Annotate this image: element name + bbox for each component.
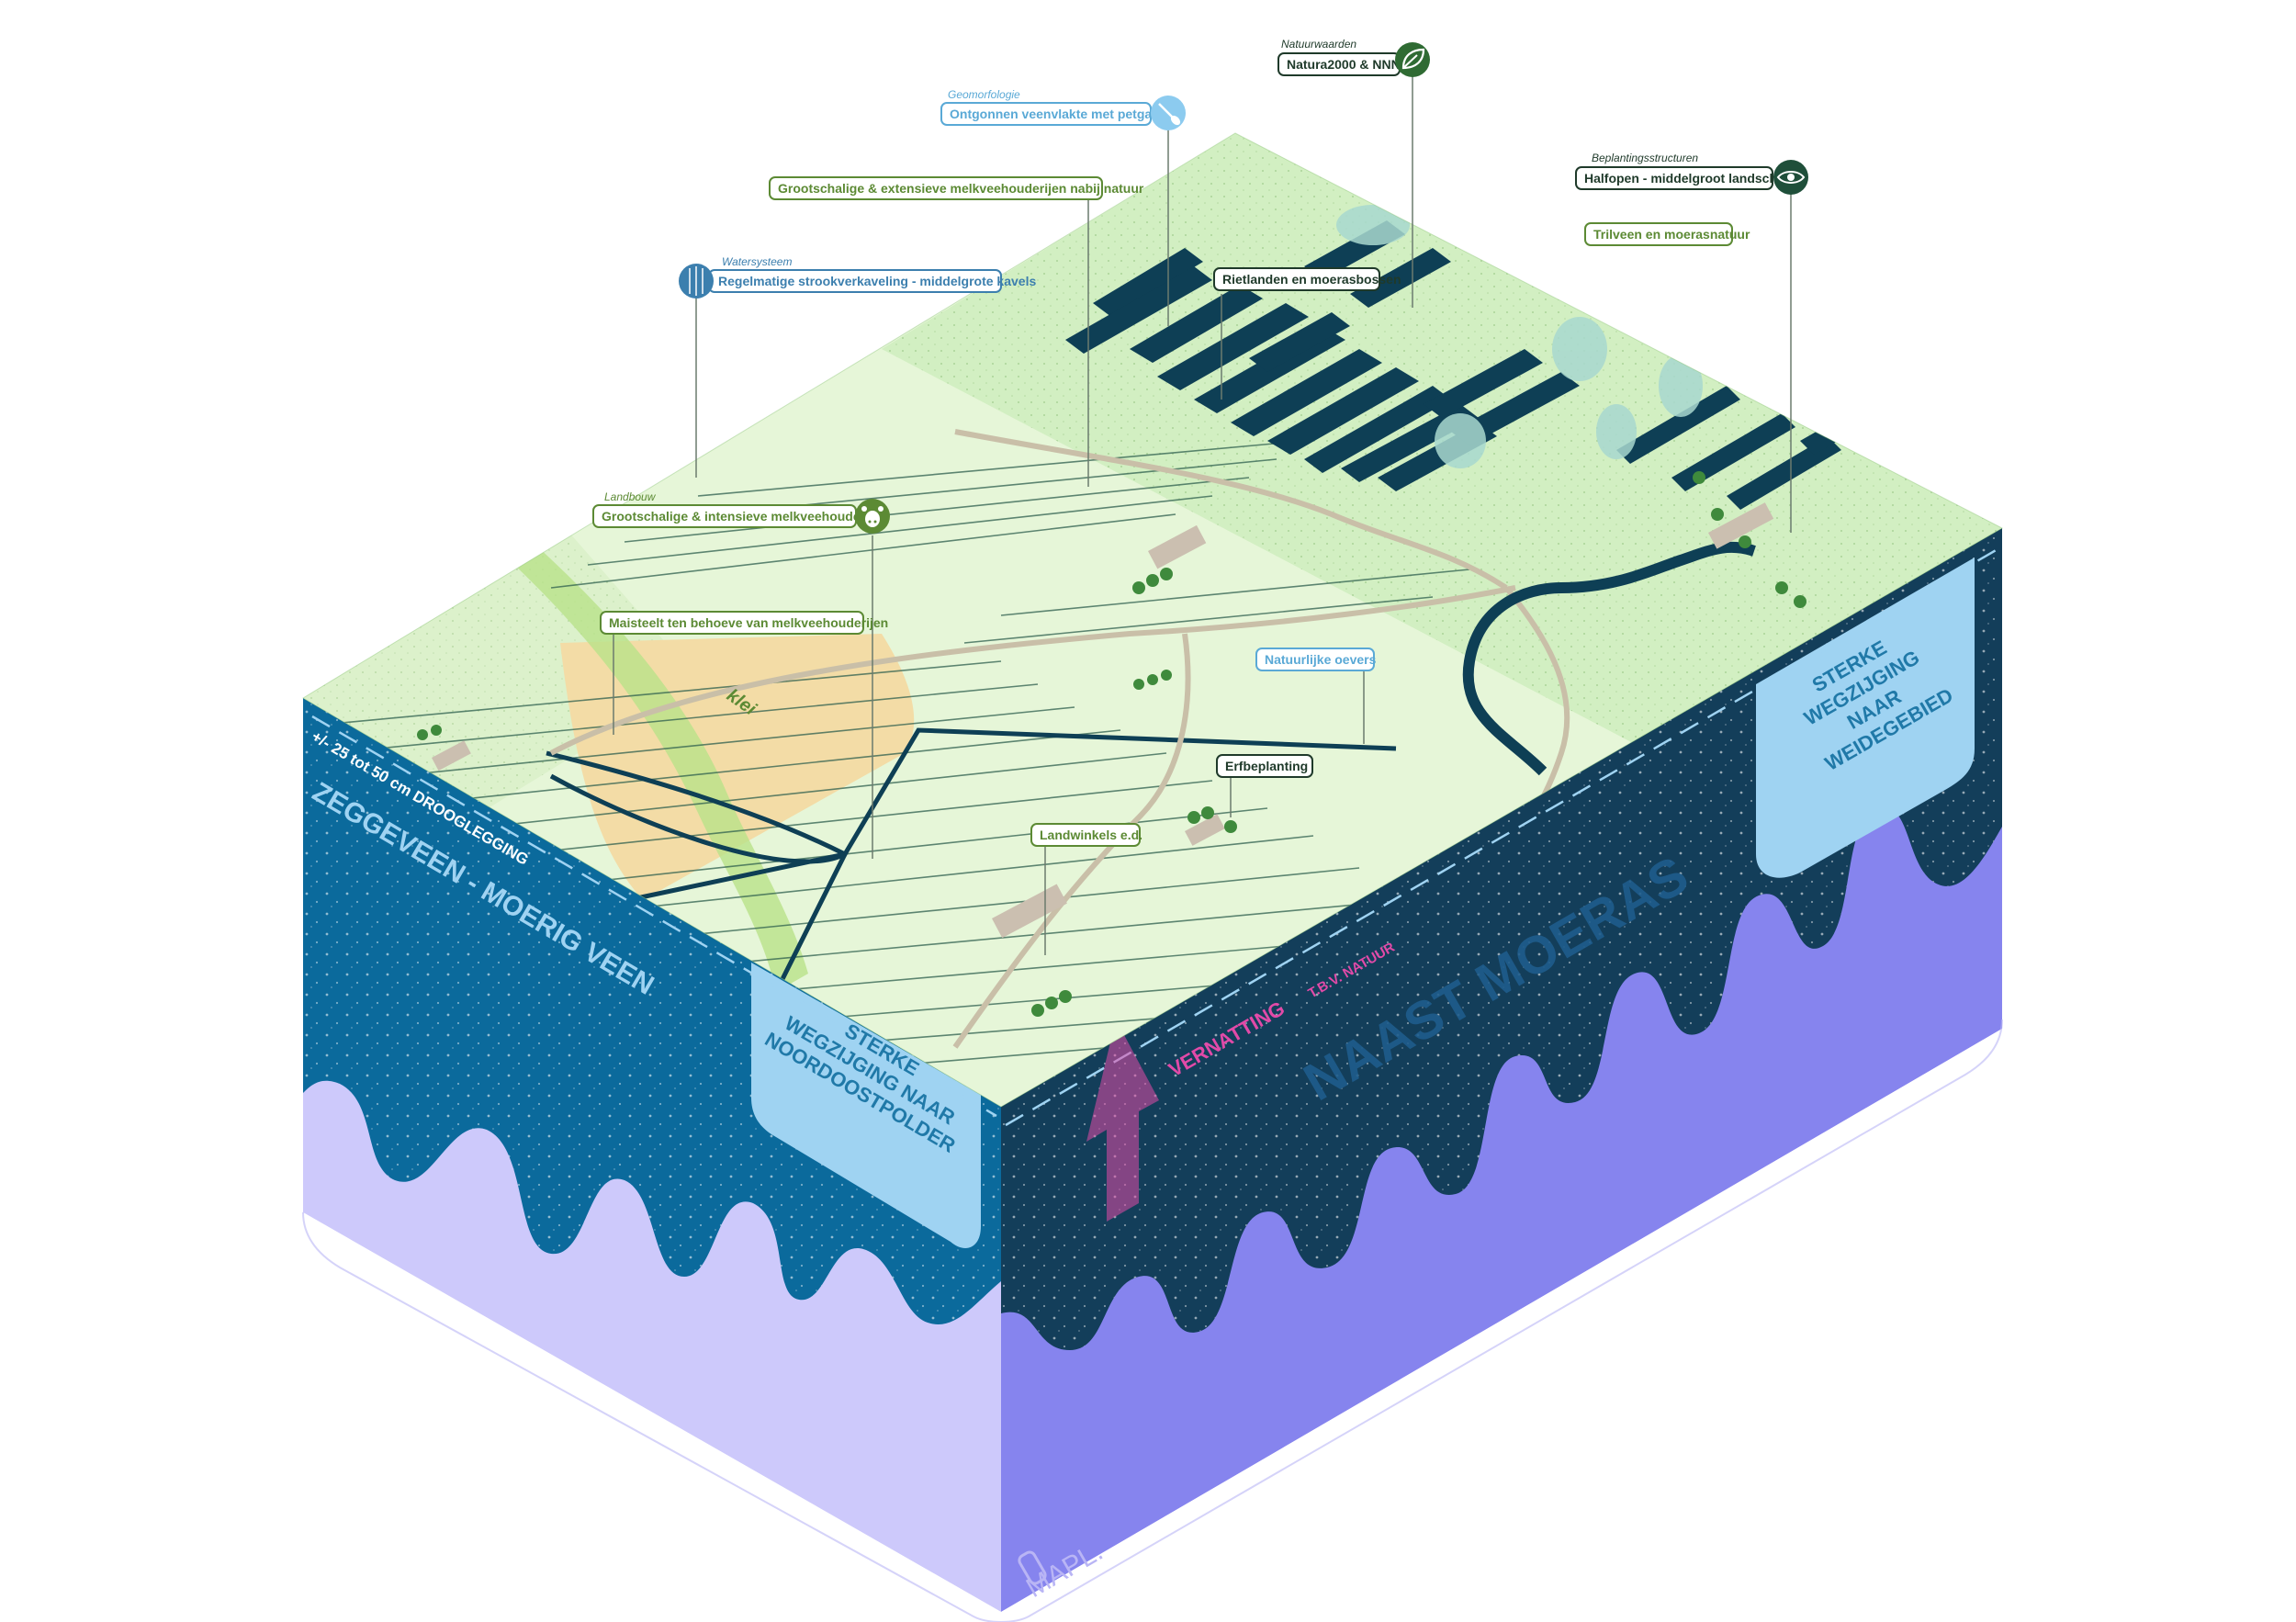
landwinkels-text: Landwinkels e.d. [1040,828,1142,842]
right-side-face [1001,528,2002,1612]
label-landbouw: Landbouw Grootschalige & intensieve melk… [592,490,890,534]
eye-icon [1773,160,1808,195]
landbouw-text: Grootschalige & intensieve melkveehouder… [602,509,887,524]
natuurwaarden-category: Natuurwaarden [1281,38,1356,51]
watersysteem-category: Watersysteem [722,255,792,268]
grootschalig-extensief-text: Grootschalige & extensieve melkveehouder… [778,181,1144,196]
watersysteem-text: Regelmatige strookverkaveling - middelgr… [718,274,1036,288]
nature-leaf-icon [1395,42,1430,77]
label-beplanting: Beplantingsstructuren Halfopen - middelg… [1575,152,1808,195]
label-erfbeplanting: Erfbeplanting [1216,754,1313,778]
left-side-face [303,698,1001,1612]
label-natuurwaarden: Natuurwaarden Natura2000 & NNN [1277,38,1430,77]
clay-strip [514,546,808,992]
left-seepage-zone [751,963,981,1248]
cow-icon [855,499,890,534]
tree-clusters [417,471,1806,1017]
beplanting-text: Halfopen - middelgroot landschap [1584,171,1792,186]
label-watersysteem: Watersysteem Regelmatige strookverkaveli… [679,255,1036,298]
peat-ponds [1065,220,1878,510]
main-ditches [546,727,1397,994]
shovel-icon [1151,96,1186,130]
winding-river [1462,541,1756,776]
erfbeplanting-text: Erfbeplanting [1225,759,1308,773]
natuurwaarden-text: Natura2000 & NNN [1287,57,1401,72]
label-natuurlijke-oevers: Natuurlijke oevers [1255,648,1377,671]
beplanting-category: Beplantingsstructuren [1592,152,1698,164]
geomorfologie-text: Ontgonnen veenvlakte met petgaten [950,107,1171,121]
label-geomorfologie: Geomorfologie Ontgonnen veenvlakte met p… [940,88,1186,130]
vernatting-arrow [1086,1019,1159,1222]
label-landwinkels: Landwinkels e.d. [1030,823,1142,847]
reed-marsh [1336,205,1703,468]
top-map-face [303,133,2002,1107]
geomorfologie-category: Geomorfologie [948,88,1020,101]
rietlanden-text: Rietlanden en moerasbossen [1222,272,1401,287]
label-grootschalig-extensief: Grootschalige & extensieve melkveehouder… [769,176,1144,200]
trilveen-text: Trilveen en moerasnatuur [1593,227,1750,242]
label-rietlanden: Rietlanden en moerasbossen [1213,267,1401,291]
mapl-logo-mark [1018,1550,1047,1585]
farmsteads [432,502,1774,939]
water-strips-icon [679,264,714,298]
natuurlijke-oevers-text: Natuurlijke oevers [1265,652,1377,667]
leader-lines [613,73,1792,955]
label-trilveen: Trilveen en moerasnatuur [1584,222,1750,246]
label-maisteelt: Maisteelt ten behoeve van melkveehouderi… [600,611,888,635]
right-seepage-zone [1756,558,1975,878]
landbouw-category: Landbouw [604,490,657,503]
maisteelt-text: Maisteelt ten behoeve van melkveehouderi… [609,615,888,630]
